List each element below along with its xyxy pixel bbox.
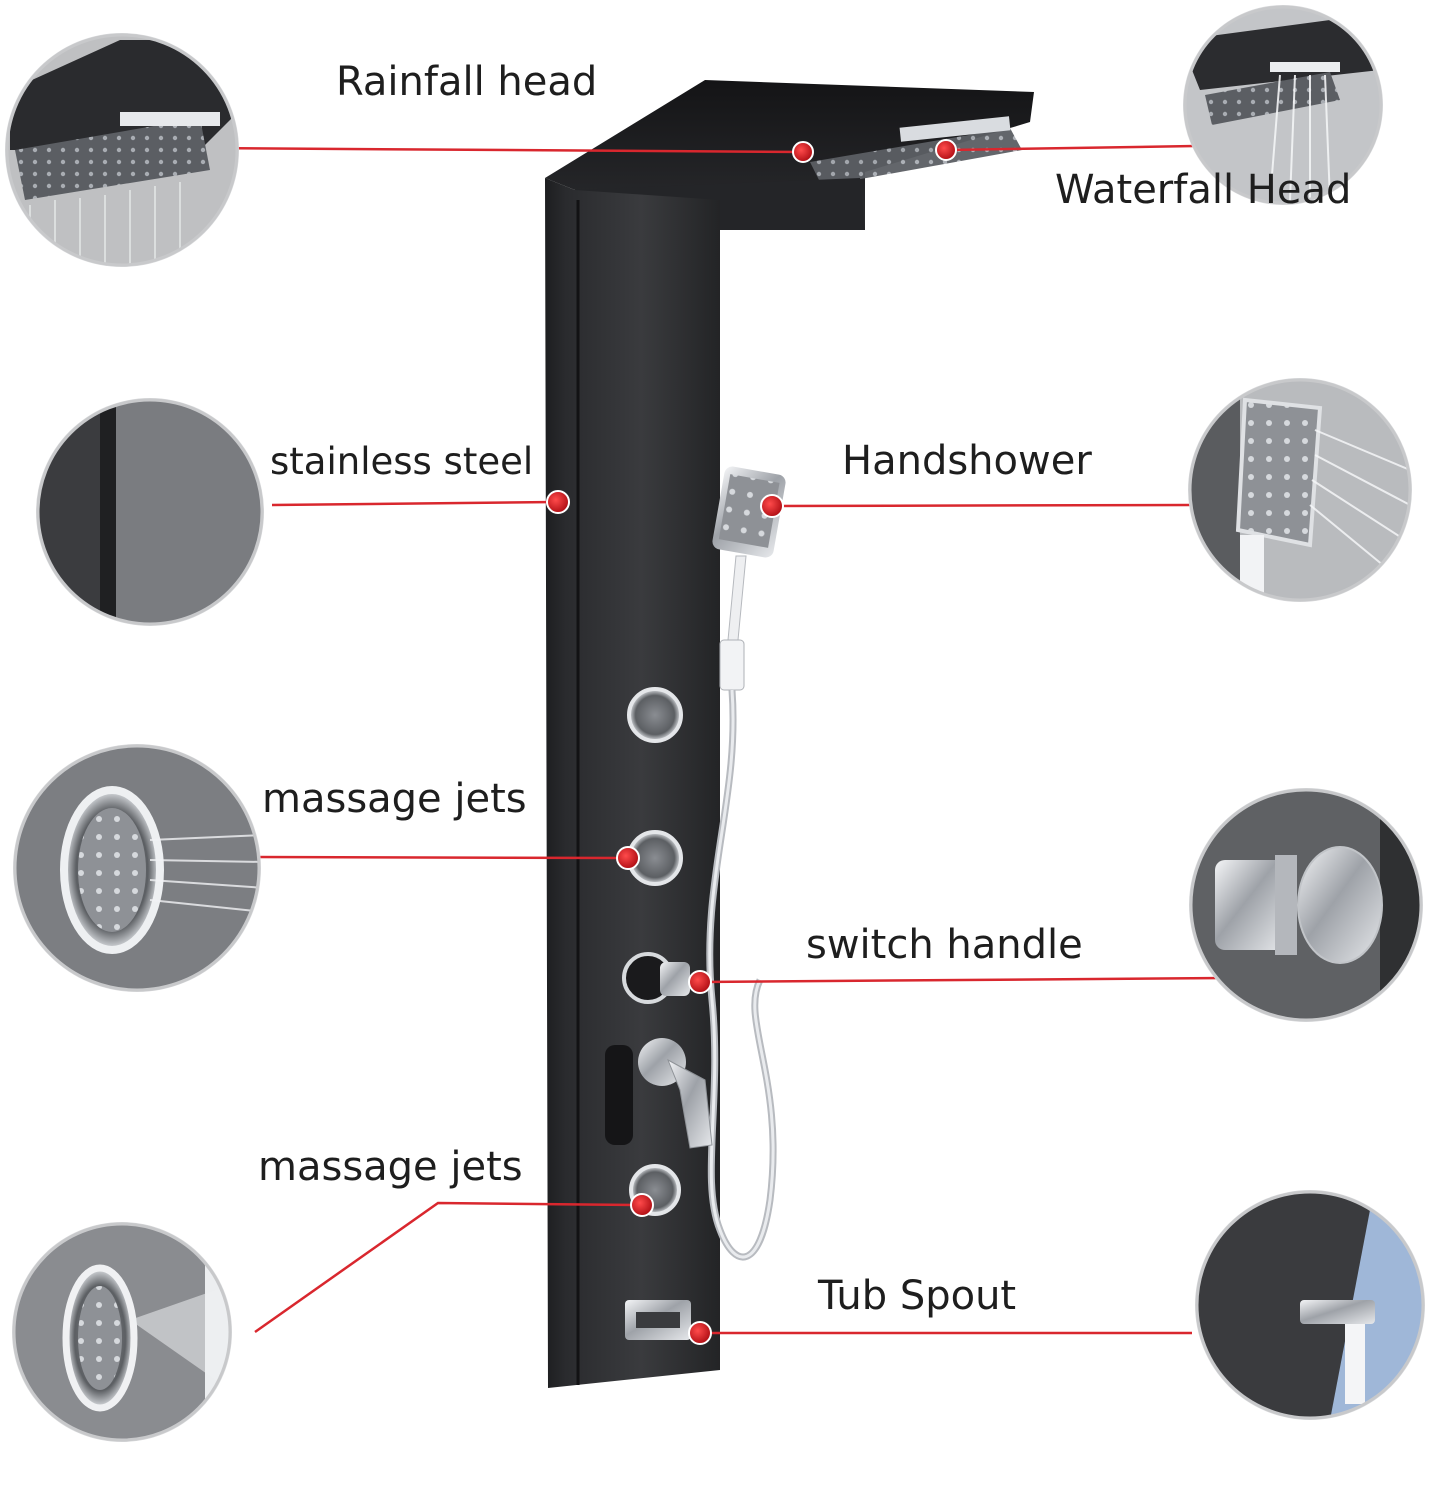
switch-valve [622, 952, 690, 1004]
rainfall-head-plate [810, 128, 1022, 186]
massage-jet-1 [627, 687, 683, 743]
dot-jets-lower [630, 1193, 654, 1217]
dot-handshower [760, 494, 784, 518]
detail-waterfall [1183, 5, 1383, 205]
mixer-valve [605, 1038, 713, 1149]
dot-waterfall [935, 139, 957, 161]
line-switch [699, 976, 1226, 984]
label-massage-jets-lower: massage jets [258, 1144, 523, 1190]
detail-rainfall [5, 33, 239, 267]
line-jets-lower [254, 1201, 641, 1334]
dot-switch [688, 970, 712, 994]
line-jets-upper [239, 855, 629, 860]
dot-tub [688, 1321, 712, 1345]
label-stainless-steel: stainless steel [270, 440, 534, 483]
detail-stainless [36, 398, 264, 626]
label-rainfall-head: Rainfall head [336, 59, 598, 105]
dot-stainless [546, 490, 570, 514]
waterfall-slot [899, 116, 1011, 142]
handshower [706, 466, 786, 1261]
dot-rainfall [792, 141, 814, 163]
line-stainless [271, 500, 556, 507]
detail-switch-handle [1189, 788, 1423, 1022]
panel-column [545, 178, 720, 1388]
detail-handshower [1188, 378, 1412, 602]
callout-lines [199, 144, 1226, 1335]
line-waterfall [947, 144, 1196, 152]
label-switch-handle: switch handle [806, 922, 1083, 968]
detail-tub-spout [1195, 1190, 1425, 1420]
tub-spout [625, 1300, 691, 1340]
label-waterfall-head: Waterfall Head [1055, 167, 1352, 213]
dot-jets-upper [616, 846, 640, 870]
line-handshower [771, 503, 1191, 508]
detail-massage-jets-lower [12, 1222, 232, 1442]
label-handshower: Handshower [842, 438, 1092, 484]
shower-panel [545, 80, 1034, 1388]
label-tub-spout: Tub Spout [818, 1273, 1017, 1319]
panel-top-overhang [545, 80, 1034, 230]
line-rainfall [199, 146, 804, 154]
callout-dots [546, 139, 957, 1345]
label-massage-jets-upper: massage jets [262, 776, 527, 822]
detail-massage-jets-upper [13, 744, 261, 992]
